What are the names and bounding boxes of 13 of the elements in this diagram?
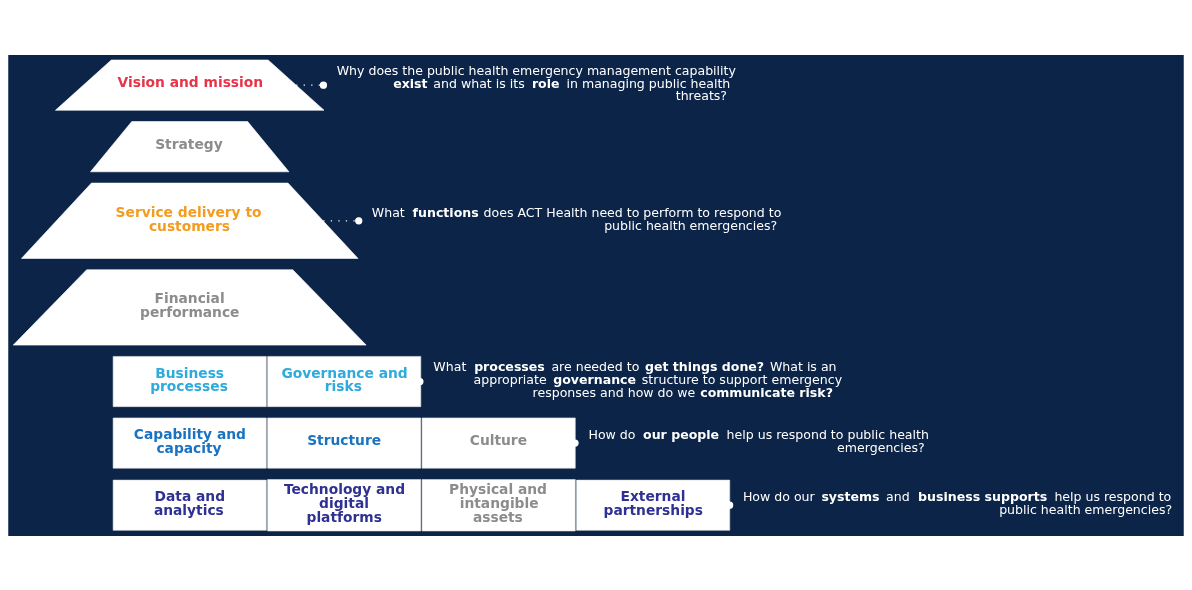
- node-text: How do our systems and business supports help us respond to public health emergencies?: [742, 488, 1173, 517]
- connector: [322, 216, 363, 224]
- node-box: Structure: [267, 417, 422, 468]
- node-text: How do our people help us respond to public health emergencies?: [588, 426, 929, 455]
- node-text: Why does the public health emergency management capability exist and what is its role in managing public health threats?: [336, 62, 736, 103]
- node-box: Capability and capacity: [112, 417, 267, 468]
- node-box: Physical and intangible assets: [421, 478, 576, 531]
- node-box: Data and analytics: [112, 479, 267, 531]
- node-box: Business processes: [112, 355, 267, 407]
- node-box: Technology and digital platforms: [267, 478, 422, 531]
- connector: [295, 81, 328, 89]
- node-text: What processes are needed to get things done? What is an appropriate governance structure to support emergency responses and how do we communicate risk?: [433, 358, 843, 400]
- node-text: What functions does ACT Health need to perform to respond to public health emergencies?: [371, 204, 782, 233]
